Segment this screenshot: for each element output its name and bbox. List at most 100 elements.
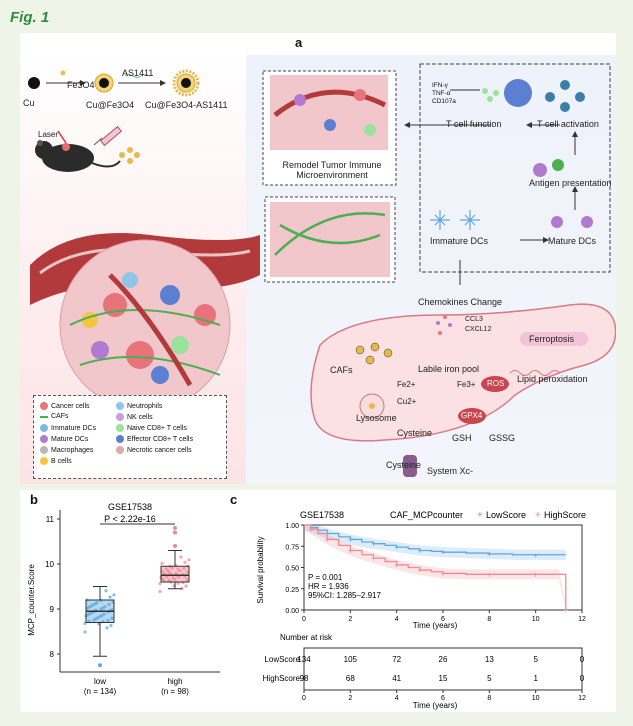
legend-item: Effector CD8+ T cells [116,435,193,443]
data-point [187,558,191,562]
laser-beam [57,130,67,144]
cu-fe3o4-as1411-particle-icon [172,69,200,97]
immature-dc-icon [430,210,480,230]
data-point [183,560,187,564]
data-point [95,601,99,605]
y-tick-label: 9 [50,605,55,614]
x-tick-label: 8 [487,616,491,623]
legend-label: LowScore [486,510,526,520]
data-point [110,616,114,620]
risk-value: 13 [485,655,494,664]
y-tick-label: 10 [45,560,54,569]
data-point [103,605,107,609]
data-point [176,567,180,571]
risk-row-label: LowScore [264,655,300,664]
censor-mark: + [371,554,376,563]
boxplot-title: GSE17538 [108,502,152,512]
cafs-label: CAFs [330,365,353,375]
effector-t-cell-icon [504,79,532,107]
x-tick-label: 4 [395,616,399,623]
cu-fe3o4-label: Cu@Fe3O4 [86,100,135,110]
x-tick-label: 6 [441,616,445,623]
stat-annotation: HR = 1.936 [308,582,349,591]
data-point [158,589,162,594]
data-point [170,566,174,570]
antigen-presentation-label: Antigen presentation [529,178,612,188]
x-tick-label: 0 [302,695,306,702]
fe3-label: Fe3+ [457,380,476,389]
caf-nanoparticles-icon [355,342,393,365]
legend-swatch [116,402,124,410]
risk-value: 98 [300,674,309,683]
immune-cycle-box [419,63,611,273]
x-tick-label: 12 [578,695,586,702]
ccl3-label: CCL3 [465,316,483,323]
mouse-icon [35,140,121,172]
legend-item: NK cells [116,413,153,421]
panel-a-letter: a [295,35,303,50]
outlier-point [173,544,177,548]
risk-value: 68 [346,674,355,683]
legend-swatch [40,457,48,465]
ros-ellipse [481,376,509,392]
lipid-peroxidation-label: Lipid peroxidation [517,374,588,384]
figure-title: Fig. 1 [10,9,50,26]
tcell-activation-label: T cell activation [537,119,599,129]
legend-marker: + [477,510,483,521]
gsh-label: GSH [452,433,472,443]
chemokines-change-label: Chemokines Change [418,297,503,307]
labile-iron-pool-label: Labile iron pool [418,364,480,374]
data-point [185,578,189,582]
x-category-label: high [167,677,182,686]
cysteine-label: Cysteine [397,428,433,438]
data-point [167,570,171,574]
legend-swatch [40,402,48,410]
risk-value: 15 [439,674,448,683]
fe3o4-label: Fe3O4 [67,80,95,90]
data-point [182,566,186,571]
x-tick-label: 2 [348,695,352,702]
risk-table-xlabel: Time (years) [413,701,458,710]
data-point [173,578,177,582]
data-point [102,612,106,616]
censor-mark: + [533,551,538,560]
risk-table-title: Number at risk [280,633,333,642]
x-tick-label: 6 [441,695,445,702]
system-xc-label: System Xc- [427,466,474,476]
lipid-peroxidation-wave [509,370,561,376]
legend-item: Cancer cells [40,402,90,410]
x-tick-label: 12 [578,616,586,623]
confidence-band [304,525,566,560]
data-point [108,595,112,599]
risk-value: 1 [533,674,538,683]
censor-mark: + [487,550,492,559]
x-tick-label: 10 [532,616,540,623]
cu-fe3o4-as1411-label: Cu@Fe3O4-AS1411 [145,100,228,110]
y-tick-label: 8 [50,650,55,659]
y-tick-label: 0.50 [285,566,299,573]
mature-dc-icon [551,216,593,228]
data-point [158,581,162,586]
syringe-icon [93,125,123,147]
legend-swatch [116,446,124,454]
system-xc-transporter [403,455,417,477]
data-point [105,626,109,630]
gpx4-label: GPX4 [461,411,483,420]
lysosome-label: Lysosome [356,413,397,423]
data-point [107,602,111,607]
risk-row-label: HighScore [263,674,301,683]
gpx4-ellipse [458,408,486,424]
legend-marker: + [535,510,541,521]
censor-mark: + [417,566,422,575]
data-point [165,575,169,579]
risk-value: 0 [580,655,585,664]
legend-swatch [40,415,48,418]
ferroptosis-badge [520,332,588,346]
cu-particle-icon [28,77,40,89]
cxcl12-label: CXCL12 [465,326,492,333]
tumor-tissue-illustration [30,233,260,411]
legend-item: B cells [40,457,72,465]
legend-item: Mature DCs [40,435,88,443]
mature-dcs-label: Mature DCs [548,236,597,246]
outlier-point [173,530,177,535]
